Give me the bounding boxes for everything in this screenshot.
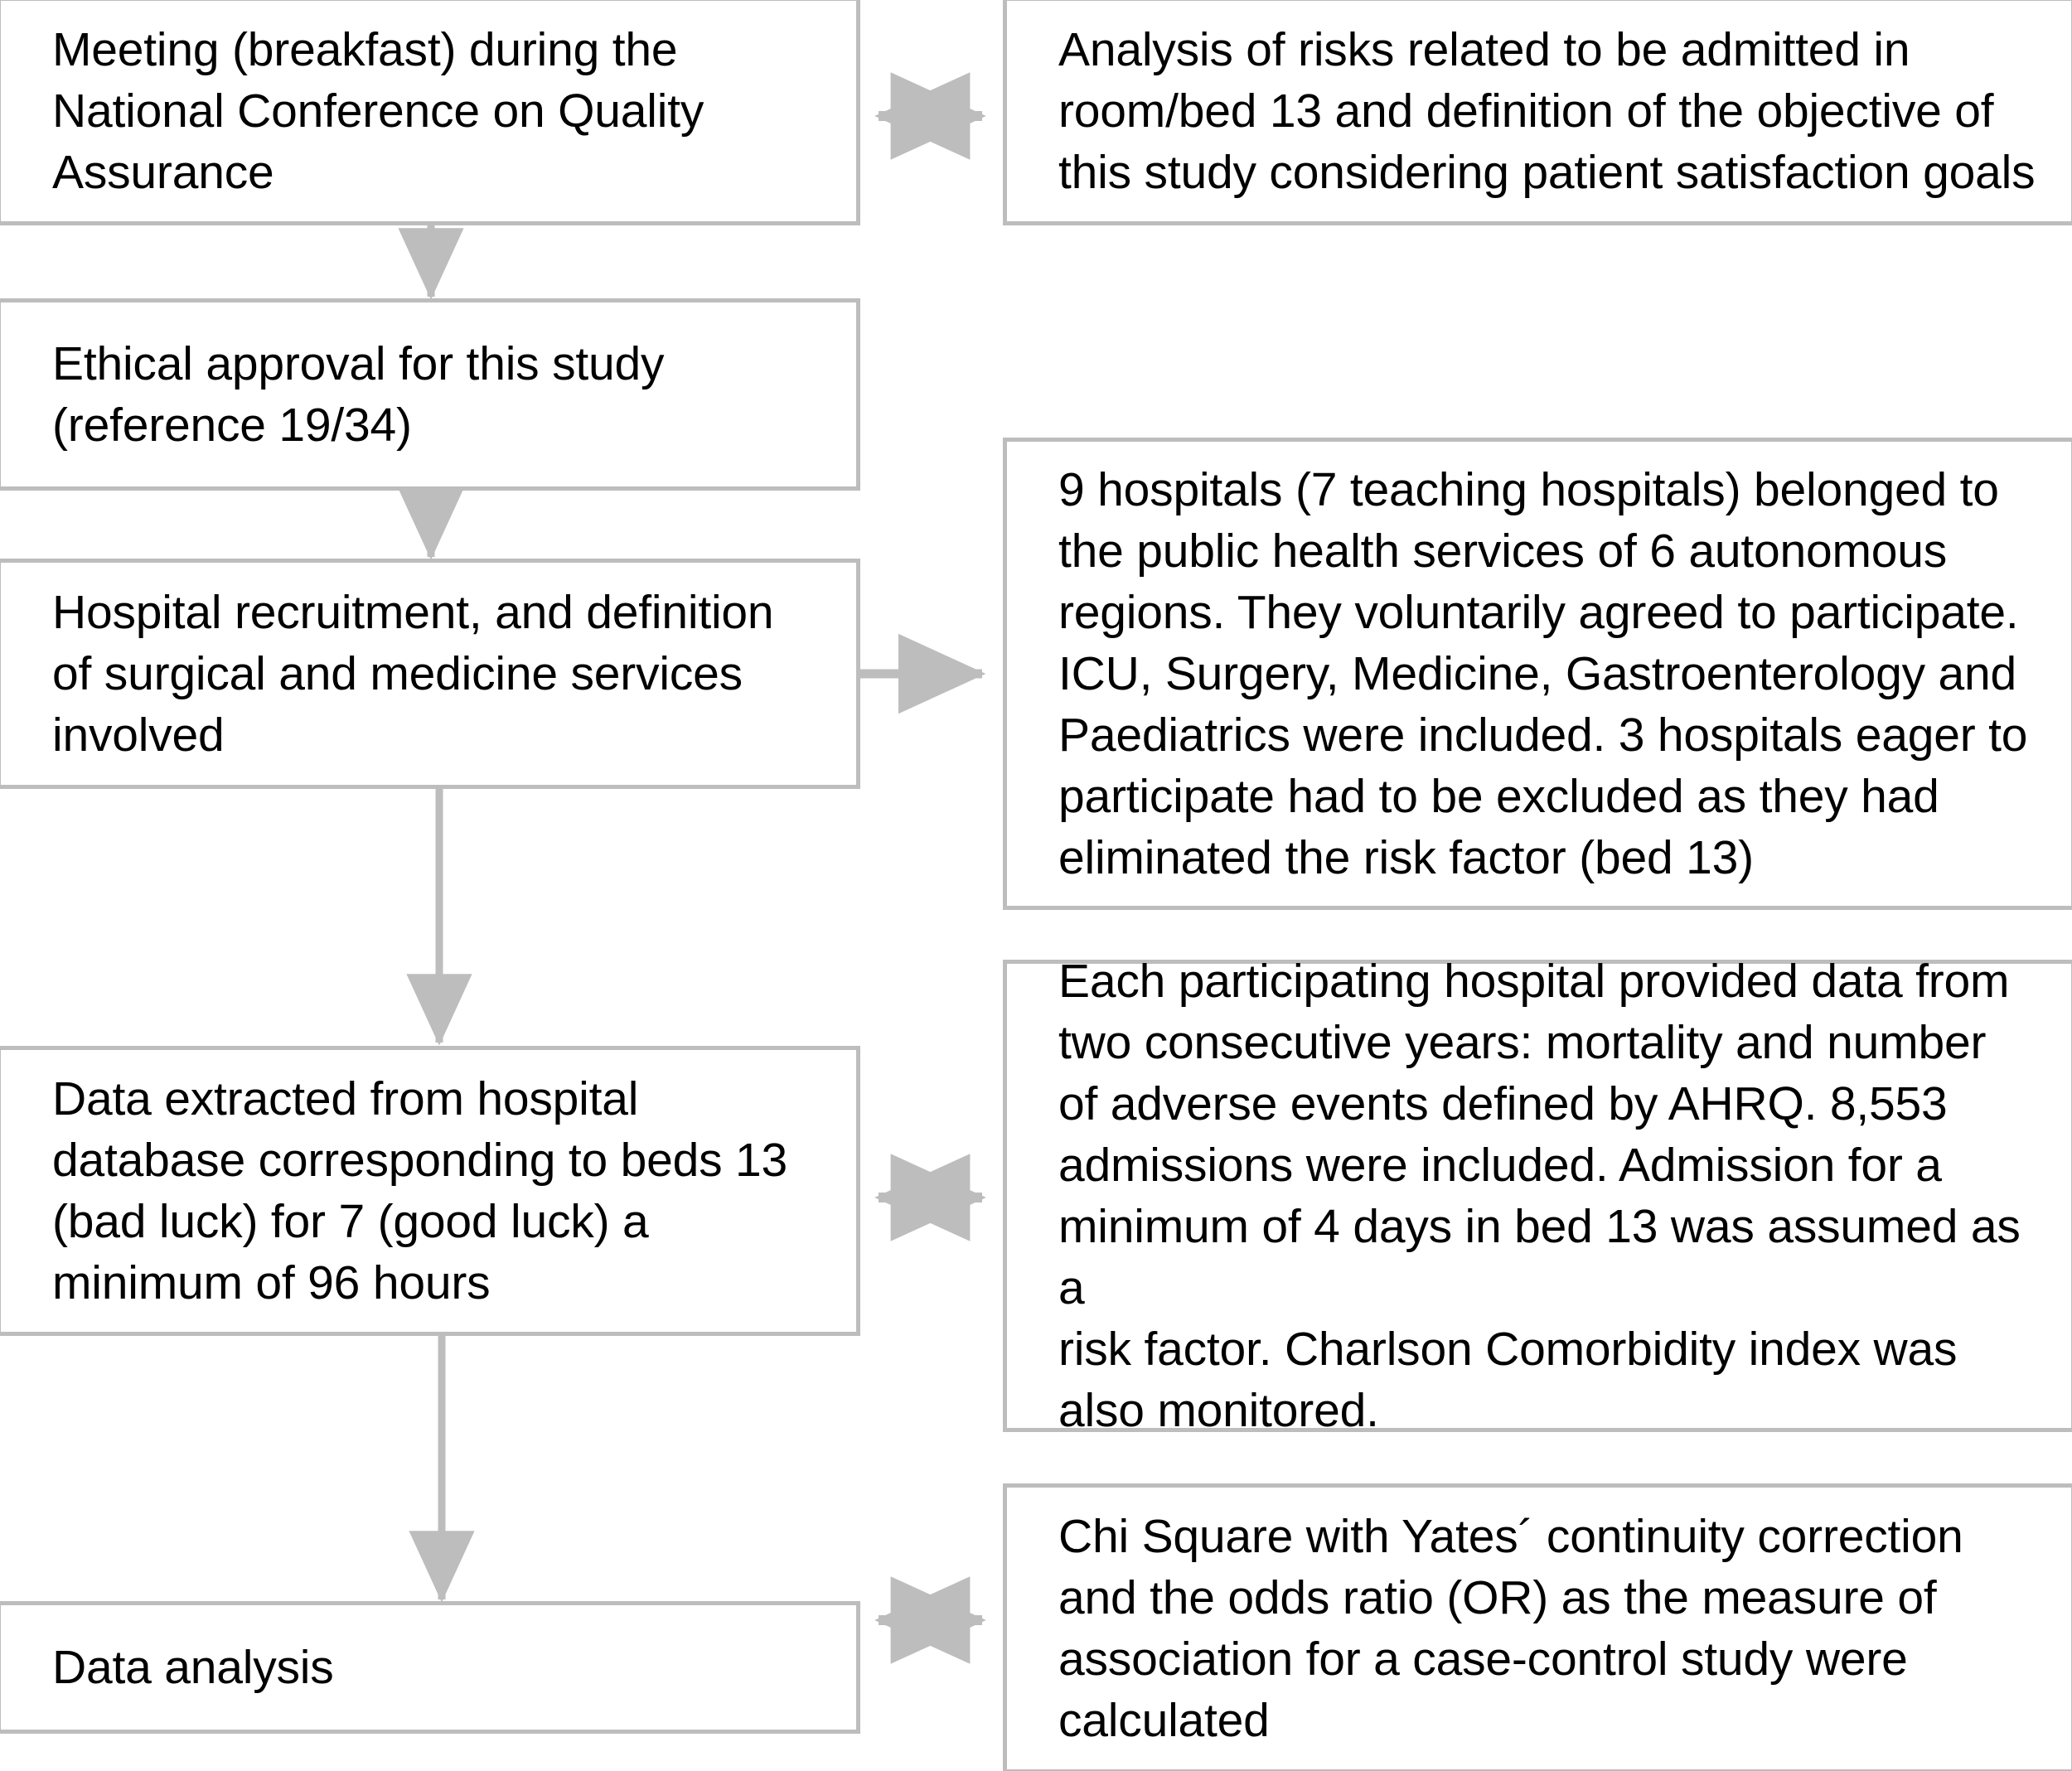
- node-hospitals-detail-label: 9 hospitals (7 teaching hospitals) belon…: [1058, 462, 2028, 885]
- node-ethical-approval-label: Ethical approval for this study (referen…: [52, 336, 665, 452]
- node-hospitals-detail[interactable]: 9 hospitals (7 teaching hospitals) belon…: [1003, 438, 2072, 910]
- node-statistics-detail-label: Chi Square with Yates´ continuity correc…: [1058, 1509, 1963, 1748]
- node-data-extraction-label: Data extracted from hospital database co…: [52, 1072, 788, 1310]
- node-data-extraction[interactable]: Data extracted from hospital database co…: [0, 1046, 860, 1336]
- node-risk-analysis-label: Analysis of risks related to be admitted…: [1058, 22, 2036, 200]
- node-data-analysis-label: Data analysis: [52, 1640, 334, 1694]
- node-data-analysis[interactable]: Data analysis: [0, 1601, 860, 1734]
- node-ethical-approval[interactable]: Ethical approval for this study (referen…: [0, 298, 860, 491]
- node-risk-analysis[interactable]: Analysis of risks related to be admitted…: [1003, 0, 2072, 225]
- node-hospital-recruitment[interactable]: Hospital recruitment, and definition of …: [0, 559, 860, 789]
- node-data-detail-label: Each participating hospital provided dat…: [1058, 954, 2021, 1438]
- node-data-detail[interactable]: Each participating hospital provided dat…: [1003, 955, 2072, 1437]
- node-meeting[interactable]: Meeting (breakfast) during the National …: [0, 0, 860, 225]
- node-hospital-recruitment-label: Hospital recruitment, and definition of …: [52, 585, 774, 762]
- node-meeting-label: Meeting (breakfast) during the National …: [52, 22, 704, 200]
- node-statistics-detail[interactable]: Chi Square with Yates´ continuity correc…: [1003, 1483, 2072, 1771]
